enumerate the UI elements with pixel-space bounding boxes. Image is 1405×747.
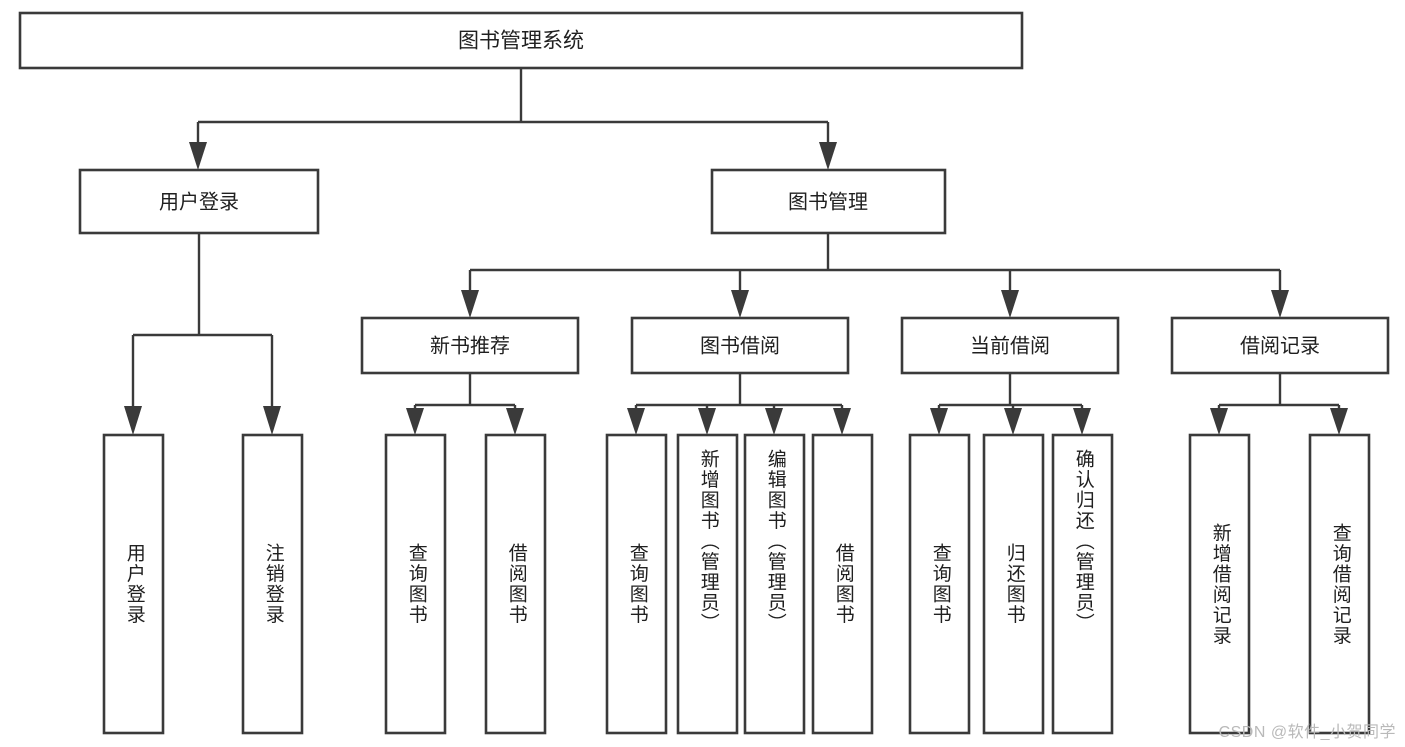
leaf-add-record-box[interactable] [1188,433,1251,735]
leaf-user-logout-box[interactable] [241,433,304,735]
leaf-query-book-brw-box[interactable] [605,433,668,735]
leaf-borrow-book-rec-box[interactable] [484,433,547,735]
arrowhead-leaf-user-login [124,406,142,435]
node-current-borrow[interactable]: 当前借阅 [900,316,1120,375]
arrowhead-leaf-query-book-brw [627,408,645,435]
leaf-query-record-box[interactable] [1308,433,1371,735]
arrowhead-leaf-edit-book [765,408,783,435]
leaf-query-book-cur-box[interactable] [908,433,971,735]
node-user-login-box[interactable] [78,168,320,235]
leaf-user-login-box[interactable] [102,433,165,735]
node-new-book-recommend[interactable]: 新书推荐 [360,316,580,375]
node-book-manage-label: 图书管理 [788,190,868,213]
arrowhead-leaf-borrow-book-rec [506,408,524,435]
arrowhead-leaf-query-book-cur [930,408,948,435]
leaf-confirm-return-box[interactable] [1051,433,1114,735]
arrowhead-leaf-query-book-rec [406,408,424,435]
node-book-borrow-box[interactable] [630,316,850,375]
node-borrow-record[interactable]: 借阅记录 [1170,316,1390,375]
leaf-borrow-book-brw-box[interactable] [811,433,874,735]
node-root-label: 图书管理系统 [458,30,584,53]
node-root-box[interactable] [18,11,1024,70]
node-user-login-label: 用户登录 [159,190,239,213]
node-borrow-record-box[interactable] [1170,316,1390,375]
leaf-return-book-box[interactable] [982,433,1045,735]
node-book-manage[interactable]: 图书管理 [710,168,947,235]
node-current-borrow-label: 当前借阅 [970,334,1050,357]
arrowhead-leaf-confirm-return [1073,408,1091,435]
arrowhead-leaf-add-book [698,408,716,435]
arrowhead-new-book-recommend [461,290,479,318]
arrowhead-current-borrow [1001,290,1019,318]
node-new-book-recommend-label: 新书推荐 [430,334,510,357]
node-book-manage-box[interactable] [710,168,947,235]
arrowhead-user-login [189,142,207,170]
arrowhead-leaf-add-record [1210,408,1228,435]
node-user-login[interactable]: 用户登录 [78,168,320,235]
node-current-borrow-box[interactable] [900,316,1120,375]
node-borrow-record-label: 借阅记录 [1240,334,1320,357]
node-book-borrow[interactable]: 图书借阅 [630,316,850,375]
leaf-add-book-box[interactable] [676,433,739,735]
connector-layer [124,68,1348,435]
arrowhead-book-borrow [731,290,749,318]
node-book-borrow-label: 图书借阅 [700,334,780,357]
csdn-watermark: CSDN @软件_小贺同学 [1218,724,1396,741]
arrowhead-borrow-record [1271,290,1289,318]
arrowhead-leaf-borrow-book-brw [833,408,851,435]
node-root[interactable]: 图书管理系统 [18,11,1024,70]
node-new-book-recommend-box[interactable] [360,316,580,375]
arrowhead-leaf-user-logout [263,406,281,435]
arrowhead-leaf-return-book [1004,408,1022,435]
arrowhead-book-manage [819,142,837,170]
leaf-box-layer [102,433,1371,735]
arrowhead-leaf-query-record [1330,408,1348,435]
leaf-edit-book-box[interactable] [743,433,806,735]
leaf-query-book-rec-box[interactable] [384,433,447,735]
